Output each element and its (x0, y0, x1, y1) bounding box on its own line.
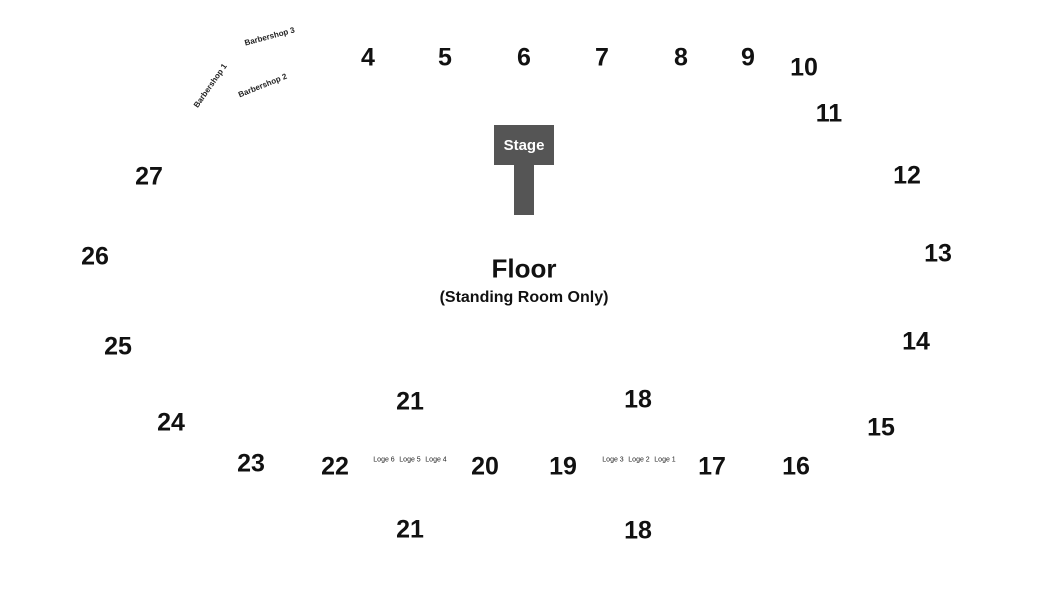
section-9[interactable]: 9 (741, 43, 755, 72)
section-27[interactable]: 27 (135, 162, 163, 191)
section-loge-5[interactable]: Loge 5 (399, 456, 421, 464)
section-7[interactable]: 7 (595, 43, 609, 72)
section-barbershop-2[interactable]: Barbershop 2 (237, 71, 289, 100)
section-18-lower[interactable]: 18 (624, 516, 652, 545)
section-16[interactable]: 16 (782, 452, 810, 481)
section-barbershop-1[interactable]: Barbershop 1 (191, 62, 229, 110)
floor-subtitle: (Standing Room Only) (439, 289, 609, 306)
section-22[interactable]: 22 (321, 452, 349, 481)
stage-runway (514, 165, 534, 215)
section-barbershop-3[interactable]: Barbershop 3 (243, 25, 296, 48)
section-11[interactable]: 11 (815, 99, 843, 128)
section-12[interactable]: 12 (893, 161, 921, 190)
section-10[interactable]: 10 (790, 53, 818, 82)
stage-label: Stage (503, 136, 545, 154)
section-21-lower[interactable]: 21 (396, 515, 424, 544)
section-6[interactable]: 6 (517, 43, 531, 72)
section-24[interactable]: 24 (157, 408, 185, 437)
stage: Stage (494, 125, 554, 165)
section-loge-1[interactable]: Loge 1 (654, 456, 676, 464)
section-14[interactable]: 14 (902, 327, 930, 356)
section-15[interactable]: 15 (867, 413, 895, 442)
section-21-upper[interactable]: 21 (396, 387, 424, 416)
section-8[interactable]: 8 (674, 43, 688, 72)
section-loge-6[interactable]: Loge 6 (373, 456, 395, 464)
section-26[interactable]: 26 (81, 242, 109, 271)
section-25[interactable]: 25 (104, 332, 132, 361)
section-19[interactable]: 19 (549, 452, 577, 481)
section-loge-3[interactable]: Loge 3 (602, 456, 624, 464)
floor-title[interactable]: Floor (491, 253, 557, 284)
section-5[interactable]: 5 (438, 43, 452, 72)
section-18-upper[interactable]: 18 (624, 385, 652, 414)
section-loge-2[interactable]: Loge 2 (628, 456, 650, 464)
section-23[interactable]: 23 (237, 449, 265, 478)
section-20[interactable]: 20 (471, 452, 499, 481)
section-17[interactable]: 17 (698, 452, 726, 481)
section-4[interactable]: 4 (361, 43, 375, 72)
section-loge-4[interactable]: Loge 4 (425, 456, 447, 464)
section-13[interactable]: 13 (924, 239, 952, 268)
